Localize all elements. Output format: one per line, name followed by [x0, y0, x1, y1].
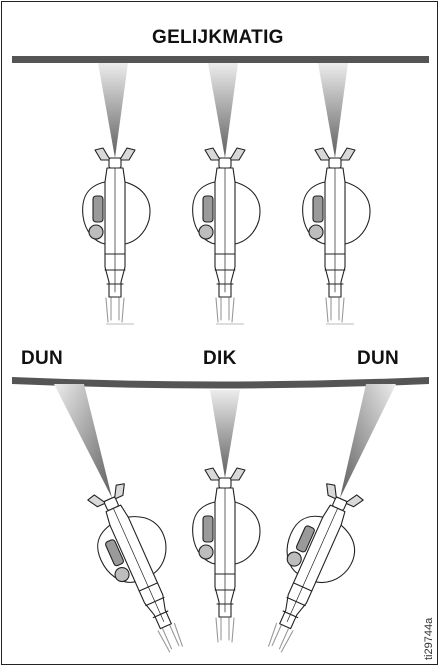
top-bar	[12, 56, 429, 63]
label-thin-right: DUN	[357, 348, 400, 369]
label-thick-center: DIK	[203, 348, 237, 369]
spray-fan-left	[54, 384, 112, 498]
spray-gun-1	[82, 147, 151, 323]
spray-gun-3	[302, 147, 371, 323]
spray-gun-left	[75, 475, 209, 663]
spray-fan-2	[208, 63, 238, 158]
spray-fan-right	[340, 384, 396, 498]
top-bottom-bar	[12, 377, 429, 389]
spray-fan-1	[98, 63, 128, 158]
spray-fan-3	[318, 63, 348, 158]
spray-gun-right	[244, 476, 379, 664]
spray-gun-center	[192, 467, 261, 643]
label-thin-left: DUN	[21, 348, 64, 369]
spray-fan-center	[210, 390, 240, 478]
title-even: GELIJKMATIG	[152, 27, 284, 48]
spray-gun-2	[192, 147, 261, 323]
